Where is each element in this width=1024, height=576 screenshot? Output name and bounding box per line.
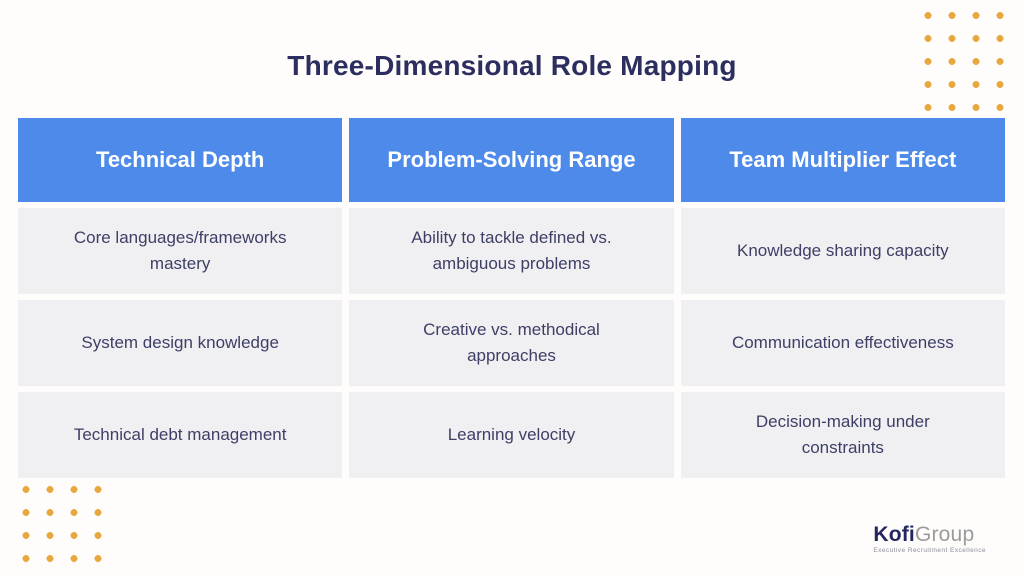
- column-header-technical-depth: Technical Depth: [18, 118, 343, 202]
- logo-wordmark: KofiGroup: [873, 524, 986, 545]
- table-cell: Communication effectiveness: [680, 300, 1005, 386]
- table-cell: Knowledge sharing capacity: [680, 208, 1005, 294]
- table-cell: Creative vs. methodical approaches: [349, 300, 674, 386]
- table-cell: Core languages/frameworks mastery: [18, 208, 343, 294]
- decorative-dot-grid-top-right: [916, 4, 1012, 119]
- logo-brand-primary: Kofi: [873, 522, 915, 546]
- table-cell: Decision-making under constraints: [680, 392, 1005, 478]
- table-cell: Learning velocity: [349, 392, 674, 478]
- decorative-dot-grid-bottom-left: [14, 478, 110, 570]
- role-mapping-table: Technical Depth Problem-Solving Range Te…: [18, 118, 1005, 478]
- table-cell: System design knowledge: [18, 300, 343, 386]
- column-header-team-multiplier-effect: Team Multiplier Effect: [680, 118, 1005, 202]
- column-header-problem-solving-range: Problem-Solving Range: [349, 118, 674, 202]
- logo-brand-secondary: Group: [914, 522, 975, 546]
- table-cell: Technical debt management: [18, 392, 343, 478]
- kofi-group-logo: KofiGroup Executive Recruitment Excellen…: [873, 524, 986, 555]
- page-title: Three-Dimensional Role Mapping: [287, 50, 737, 81]
- table-cell: Ability to tackle defined vs. ambiguous …: [349, 208, 674, 294]
- logo-tagline: Executive Recruitment Excellence: [873, 546, 986, 554]
